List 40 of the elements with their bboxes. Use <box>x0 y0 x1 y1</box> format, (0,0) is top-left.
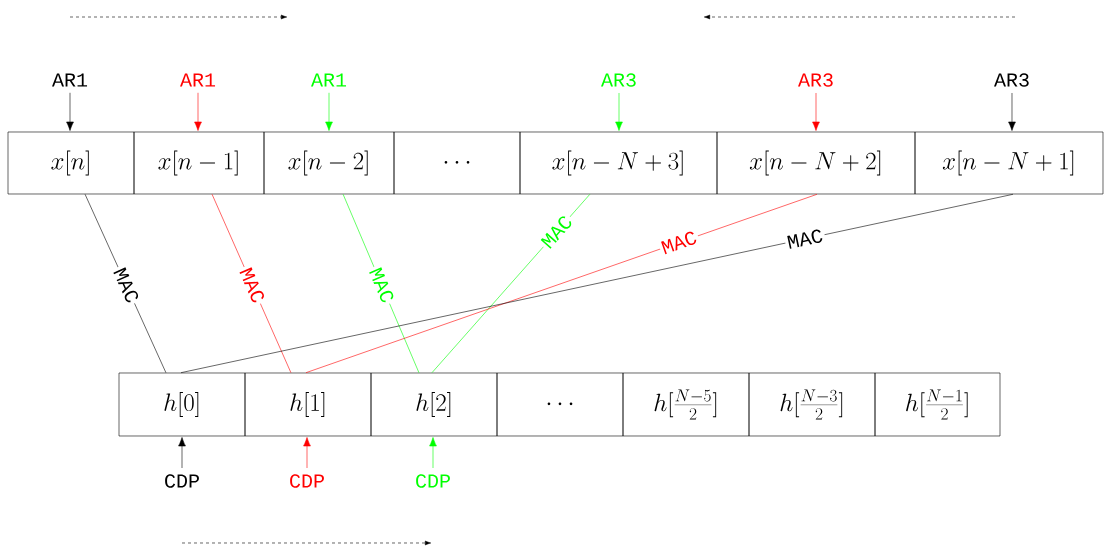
array-cell: $h[1]$ <box>244 372 372 437</box>
arrow <box>303 437 311 469</box>
array-cell: $h[\frac{N-5}{2}]$ <box>622 372 750 437</box>
edge-label: MAC <box>536 210 577 253</box>
arrow <box>429 437 437 469</box>
array-cell: $x[n-N+3]$ <box>519 131 718 195</box>
operation-label: AR1 <box>180 73 216 87</box>
array-cell: $h[\frac{N-3}{2}]$ <box>748 372 876 437</box>
arrow <box>812 92 820 131</box>
operation-label: AR1 <box>52 73 88 87</box>
array-cell: $h[0]$ <box>118 372 246 437</box>
operation-label: AR3 <box>994 73 1029 87</box>
array-cell: $\cdots$ <box>496 372 624 437</box>
operation-label: AR3 <box>601 73 636 87</box>
array-cell: $x[n-2]$ <box>263 131 395 195</box>
operation-label: AR1 <box>311 73 347 87</box>
array-cell: $x[n-N+1]$ <box>914 131 1104 195</box>
arrow <box>1008 92 1016 131</box>
array-cell: $x[n-N+2]$ <box>716 131 916 195</box>
array-cell: $\cdots$ <box>393 131 521 195</box>
operation-label: AR3 <box>798 73 833 87</box>
operation-label: CDP <box>416 474 450 488</box>
edge-label: MAC <box>783 226 827 252</box>
arrow <box>325 92 333 131</box>
array-cell: $h[\frac{N-1}{2}]$ <box>874 372 1001 437</box>
arrow <box>194 92 202 131</box>
operation-label: CDP <box>290 474 324 488</box>
array-cell: $x[n]$ <box>7 131 135 195</box>
arrow <box>615 92 623 131</box>
array-cell: $x[n-1]$ <box>133 131 265 195</box>
operation-label: CDP <box>165 474 199 488</box>
connector-line <box>305 194 818 373</box>
edge-label: MAC <box>657 227 701 258</box>
connector-line <box>180 194 1014 373</box>
edge-label: MAC <box>236 263 269 308</box>
edge-label: MAC <box>365 263 398 308</box>
edge-label: MAC <box>110 263 143 308</box>
arrow <box>66 92 74 131</box>
arrow <box>178 437 186 469</box>
array-cell: $h[2]$ <box>370 372 498 437</box>
